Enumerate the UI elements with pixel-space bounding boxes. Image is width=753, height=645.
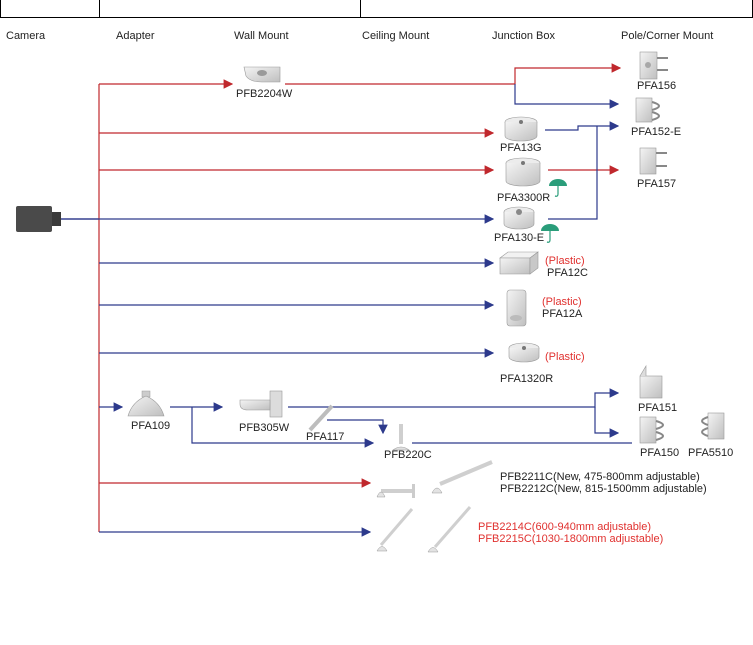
- column-camera: Camera: [6, 30, 46, 42]
- column-ceiling-mount: Ceiling Mount: [362, 30, 430, 42]
- pfb2204w-image: [243, 66, 281, 83]
- label-pfb2215c: PFB2215C(1030-1800mm adjustable): [478, 533, 664, 545]
- label-pfb305w: PFB305W: [239, 422, 290, 434]
- label-plastic-pfa12c: (Plastic): [545, 255, 585, 267]
- label-pfa109: PFA109: [131, 420, 171, 432]
- arrow: [285, 63, 622, 85]
- arrow: [594, 407, 620, 438]
- pfa5510-image: [701, 412, 725, 440]
- arrow: [327, 419, 388, 435]
- pfb2211c-image: [376, 484, 415, 498]
- label-pfa13g: PFA13G: [500, 142, 542, 154]
- column-wall-mount: Wall Mount: [234, 30, 289, 42]
- label-pfa130e: PFA130-E: [494, 232, 545, 244]
- label-pfb2211c: PFB2211C(New, 475-800mm adjustable): [500, 471, 700, 483]
- camera-icon: [16, 206, 61, 232]
- pfb220c-image: [392, 424, 410, 451]
- pfa152e-image: [635, 97, 660, 123]
- label-pfa1320r: PFA1320R: [500, 373, 554, 385]
- umbrella-icon: [541, 224, 559, 243]
- pfa109-image: [127, 390, 165, 417]
- column-adapter: Adapter: [116, 30, 155, 42]
- pfb2215c-image: [427, 506, 472, 553]
- label-pfa3300r: PFA3300R: [497, 192, 551, 204]
- arrow: [514, 84, 620, 109]
- label-pfb2212c: PFB2212C(New, 815-1500mm adjustable): [500, 483, 707, 495]
- pfa3300r-image: [505, 157, 541, 187]
- label-pfa151: PFA151: [638, 402, 678, 414]
- pfa156-image: [639, 51, 668, 80]
- pfa130e-image: [503, 206, 535, 230]
- label-plastic-pfa1320r: (Plastic): [545, 351, 585, 363]
- label-pfb2214c: PFB2214C(600-940mm adjustable): [478, 521, 652, 533]
- pfa13g-image: [504, 116, 538, 142]
- label-pfa150: PFA150: [640, 447, 680, 459]
- label-pfa157: PFA157: [637, 178, 677, 190]
- label-pfa12c: PFA12C: [547, 267, 588, 279]
- pfa117-image: [308, 404, 334, 432]
- pfa150-image: [639, 416, 664, 444]
- umbrella-icon: [549, 179, 567, 197]
- label-plastic-pfa12a: (Plastic): [542, 296, 582, 308]
- pfb305w-image: [239, 390, 283, 418]
- pfa1320r-image: [508, 342, 540, 363]
- label-pfa5510: PFA5510: [688, 447, 734, 459]
- column-pole-corner-mount: Pole/Corner Mount: [621, 30, 714, 42]
- pfa151-image: [639, 364, 663, 399]
- arrow: [545, 121, 620, 131]
- pfb2212c-image: [431, 460, 493, 494]
- pfb2214c-image: [376, 508, 414, 552]
- label-pfa117: PFA117: [306, 431, 345, 443]
- pfa12c-image: [499, 251, 539, 275]
- pfa157-image: [639, 147, 667, 175]
- pfa12a-image: [506, 289, 527, 327]
- arrow: [191, 407, 375, 448]
- label-pfa152e: PFA152-E: [631, 126, 682, 138]
- connector-line: [548, 126, 598, 220]
- label-pfb2204w: PFB2204W: [236, 88, 293, 100]
- label-pfb220c: PFB220C: [384, 449, 432, 461]
- label-pfa12a: PFA12A: [542, 308, 583, 320]
- label-pfa156: PFA156: [637, 80, 677, 92]
- arrow: [288, 388, 620, 408]
- column-junction-box: Junction Box: [492, 30, 555, 42]
